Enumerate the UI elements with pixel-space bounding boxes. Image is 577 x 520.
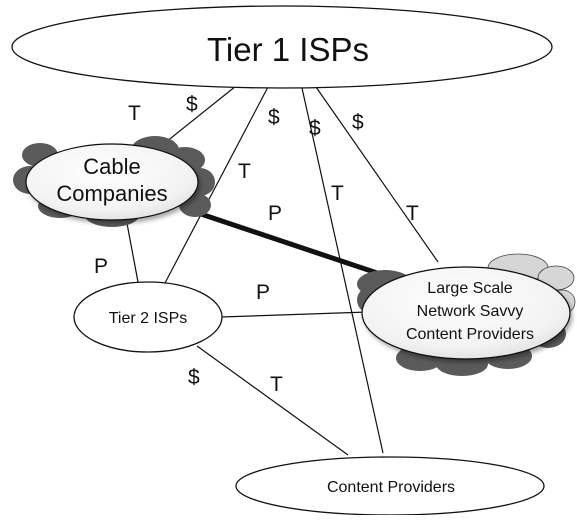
cable-label-line1: Cable <box>83 154 140 179</box>
label-tier1-cable-money: $ <box>186 93 198 116</box>
edge-tier2-large <box>220 311 369 318</box>
label-tier1-tier2-money: $ <box>268 106 280 129</box>
large-cp-label-line1: Large Scale <box>427 280 512 297</box>
label-tier2-content-money: $ <box>188 366 200 389</box>
edge-tier1-content <box>301 87 384 454</box>
content-label: Content Providers <box>327 479 455 496</box>
tier1-isps-node: Tier 1 ISPs <box>11 5 553 89</box>
label-tier1-large-money: $ <box>352 111 364 134</box>
cable-label-line2: Companies <box>56 181 167 206</box>
edges <box>125 85 439 456</box>
label-tier2-large-peering: P <box>256 281 270 304</box>
label-tier1-large-transit: T <box>406 202 419 225</box>
large-cp-label-line3: Content Providers <box>406 326 534 343</box>
label-cable-large-peering: P <box>268 202 282 225</box>
cable-companies-node: Cable Companies <box>13 136 215 227</box>
tier2-label: Tier 2 ISPs <box>109 310 188 327</box>
tier1-ellipse <box>11 5 553 89</box>
tier2-ellipse <box>73 281 223 353</box>
edge-tier1-large <box>315 86 439 263</box>
edge-cable-large-peering <box>185 206 393 281</box>
cable-bubble <box>25 143 199 221</box>
label-tier2-content-transit: T <box>270 373 283 396</box>
large-content-providers-node: Large Scale Network Savvy Content Provid… <box>357 253 576 376</box>
label-cable-tier2-peering: P <box>94 255 108 278</box>
edge-tier1-cable <box>165 85 237 143</box>
label-tier1-content-money: $ <box>309 117 321 140</box>
tier1-label: Tier 1 ISPs <box>207 31 369 68</box>
tier2-isps-node: Tier 2 ISPs <box>73 281 223 353</box>
large-cp-label-line2: Network Savvy <box>417 303 524 320</box>
edge-tier2-content <box>196 345 349 456</box>
label-tier1-cable-transit: T <box>128 102 141 125</box>
edge-tier1-tier2 <box>164 86 269 284</box>
edge-cable-tier2 <box>125 217 139 283</box>
content-providers-node: Content Providers <box>235 456 545 516</box>
label-tier1-content-transit: T <box>331 182 344 205</box>
edge-labels: T $ $ T $ T $ T P P P $ T <box>94 93 419 396</box>
large-cp-bubble <box>361 266 571 360</box>
label-tier1-tier2-transit: T <box>238 160 251 183</box>
